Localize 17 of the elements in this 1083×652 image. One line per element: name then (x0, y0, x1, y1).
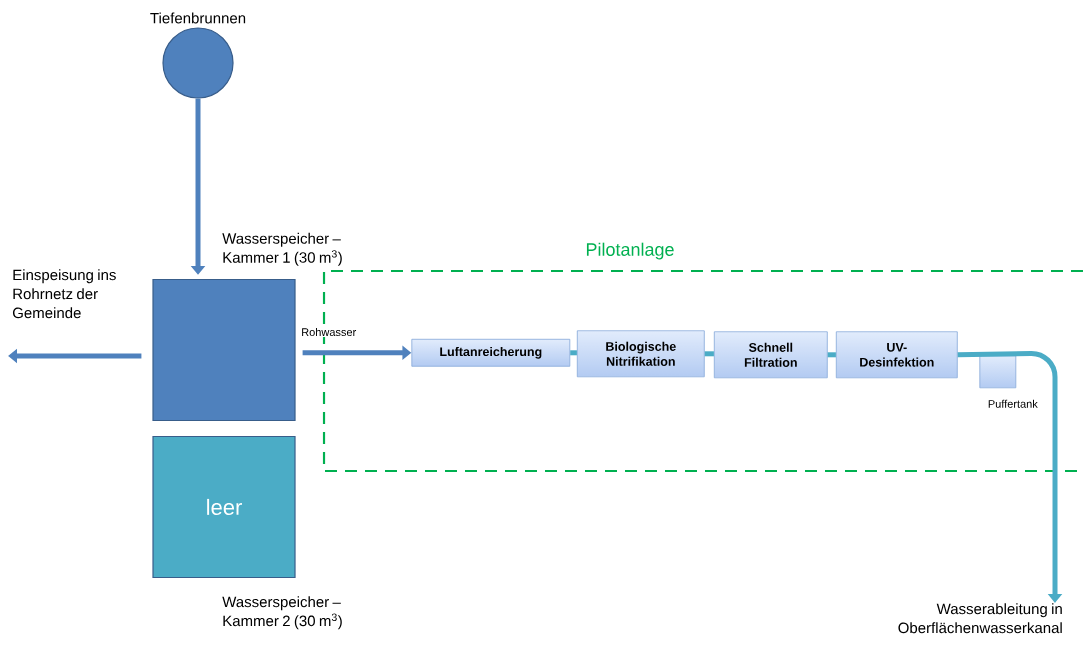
process-box: Luftanreicherung (411, 338, 571, 367)
node-label: Tiefenbrunnen (150, 12, 246, 24)
edge-label: Rohwasser (300, 326, 358, 338)
process-box: Schnell Filtration (713, 331, 828, 379)
pipe (570, 350, 577, 356)
arrow (957, 350, 1063, 603)
tank-box: leer Wasserspeicher – Kammer 2 (30 m$^{3}$) (152, 435, 342, 630)
process-box: UV-Desinfektion (835, 331, 958, 379)
edge-label: Wasserableitung in Oberflächenwasserkanal (898, 603, 1062, 634)
node-label: Wasserspeicher – Kammer 2 (30 m$^{3}$) (222, 596, 342, 630)
buffer-tank-box: Puffertank (979, 355, 1038, 408)
process-box: Biologische Nitrifikation (576, 330, 705, 378)
edge-label: Einspeisung ins Rohrnetz der Gemeinde (12, 269, 116, 319)
node-label: Puffertank (988, 399, 1038, 408)
pipe (827, 352, 836, 358)
pipe (704, 351, 714, 357)
node-label: Wasserspeicher – Kammer 1 (30 m$^{3}$) (222, 232, 342, 266)
